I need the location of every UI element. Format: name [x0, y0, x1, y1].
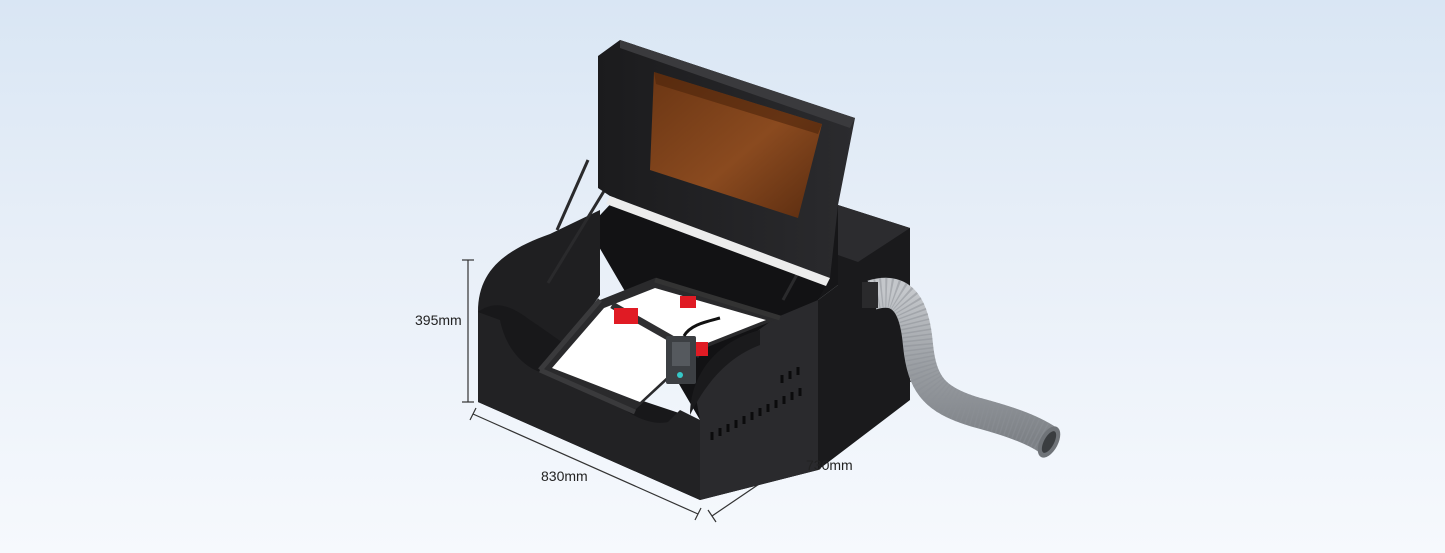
red-carriage-block — [614, 308, 638, 324]
width-dimension-label: 830mm — [541, 468, 588, 484]
vent-slots — [710, 367, 802, 440]
depth-dimension-label: 730mm — [806, 457, 853, 473]
width-dimension-line — [472, 413, 699, 515]
exhaust-hose — [862, 278, 1061, 458]
height-dimension-label: 395mm — [415, 312, 462, 328]
open-lid — [598, 40, 855, 286]
laser-engraver — [538, 277, 781, 415]
enclosure-body — [478, 196, 830, 500]
amber-viewing-window — [650, 72, 822, 218]
